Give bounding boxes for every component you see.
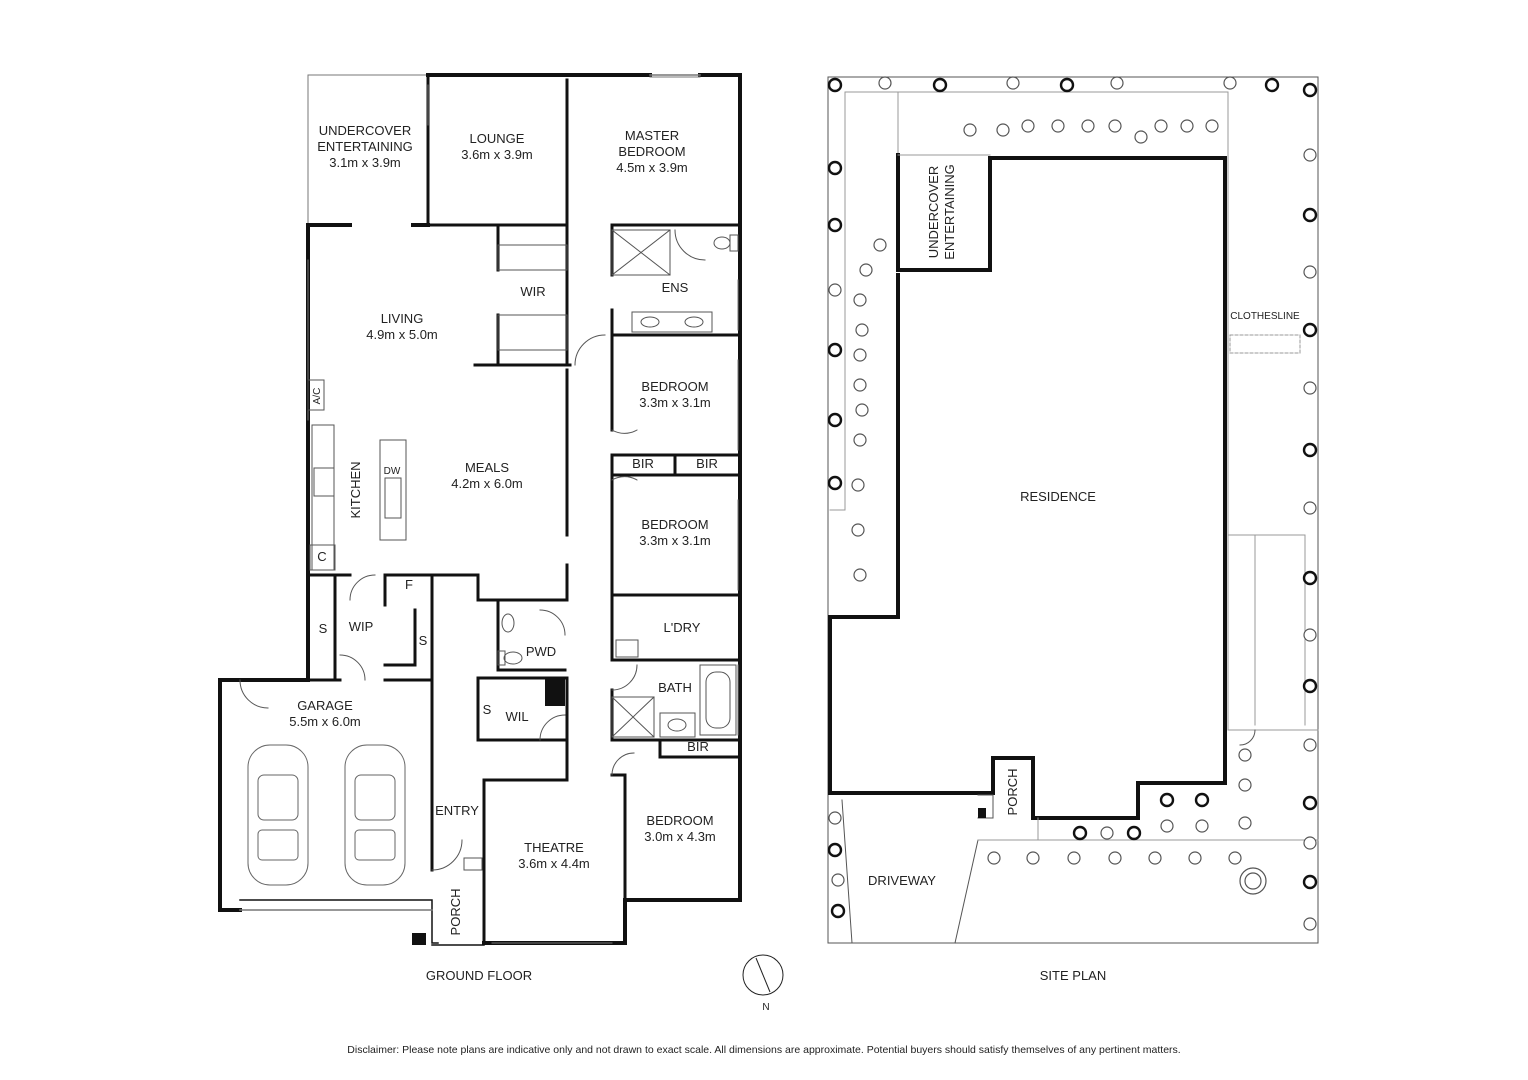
- entry-label: ENTRY: [435, 803, 479, 818]
- master-dims: 4.5m x 3.9m: [616, 160, 688, 175]
- laundry-label: L'DRY: [664, 620, 701, 635]
- pwd-label: PWD: [526, 644, 556, 659]
- bedroom-3-label: BEDROOM: [641, 517, 708, 532]
- wil-shelf: S: [483, 702, 492, 717]
- wir-label: WIR: [520, 284, 545, 299]
- disclaimer-text: Disclaimer: Please note plans are indica…: [347, 1044, 1181, 1056]
- north-compass-icon: N: [742, 954, 784, 1013]
- bedroom-2-dims: 3.3m x 3.1m: [639, 395, 711, 410]
- f-label: F: [405, 577, 413, 592]
- master-label-1: MASTER: [625, 128, 679, 143]
- porch-label: PORCH: [448, 889, 463, 936]
- bath-label: BATH: [658, 680, 692, 695]
- meals-dims: 4.2m x 6.0m: [451, 476, 523, 491]
- bedroom-4-label: BEDROOM: [646, 813, 713, 828]
- ac-label: A/C: [312, 388, 323, 405]
- bir-1-label: BIR: [632, 456, 654, 471]
- ground-floor-labels: UNDERCOVER ENTERTAINING 3.1m x 3.9m LOUN…: [289, 123, 718, 983]
- lounge-label: LOUNGE: [470, 131, 525, 146]
- bir-3-label: BIR: [687, 739, 709, 754]
- wip-shelf-2: S: [419, 633, 428, 648]
- bedroom-2-label: BEDROOM: [641, 379, 708, 394]
- meals-label: MEALS: [465, 460, 509, 475]
- ground-floor-title: GROUND FLOOR: [426, 968, 532, 983]
- undercover-label-1: UNDERCOVER: [319, 123, 411, 138]
- clothesline-label: CLOTHESLINE: [1230, 311, 1300, 322]
- ground-floor-plan: [218, 73, 742, 946]
- theatre-dims: 3.6m x 4.4m: [518, 856, 590, 871]
- bedroom-3-dims: 3.3m x 3.1m: [639, 533, 711, 548]
- site-plan-title: SITE PLAN: [1040, 968, 1106, 983]
- site-porch-label: PORCH: [1005, 769, 1020, 816]
- residence-label: RESIDENCE: [1020, 489, 1096, 504]
- undercover-dims: 3.1m x 3.9m: [329, 155, 401, 170]
- driveway-label: DRIVEWAY: [868, 873, 936, 888]
- wip-shelf-1: S: [319, 621, 328, 636]
- undercover-label-2: ENTERTAINING: [317, 139, 413, 154]
- bir-2-label: BIR: [696, 456, 718, 471]
- bedroom-4-dims: 3.0m x 4.3m: [644, 829, 716, 844]
- dishwasher-label: DW: [384, 466, 401, 477]
- ens-label: ENS: [662, 280, 689, 295]
- compass-n-label: N: [762, 1002, 769, 1013]
- theatre-label: THEATRE: [524, 840, 584, 855]
- site-plan: [827, 76, 1319, 944]
- master-label-2: BEDROOM: [618, 144, 685, 159]
- wil-label: WIL: [505, 709, 528, 724]
- site-plan-labels: UNDERCOVER ENTERTAINING CLOTHESLINE RESI…: [868, 164, 1300, 983]
- site-undercover-label-1: UNDERCOVER: [926, 166, 941, 258]
- garage-dims: 5.5m x 6.0m: [289, 714, 361, 729]
- site-undercover-label-2: ENTERTAINING: [942, 164, 957, 260]
- kitchen-label: KITCHEN: [348, 461, 363, 518]
- living-dims: 4.9m x 5.0m: [366, 327, 438, 342]
- wip-label: WIP: [349, 619, 374, 634]
- c-label: C: [317, 549, 326, 564]
- lounge-dims: 3.6m x 3.9m: [461, 147, 533, 162]
- garage-label: GARAGE: [297, 698, 353, 713]
- living-label: LIVING: [381, 311, 424, 326]
